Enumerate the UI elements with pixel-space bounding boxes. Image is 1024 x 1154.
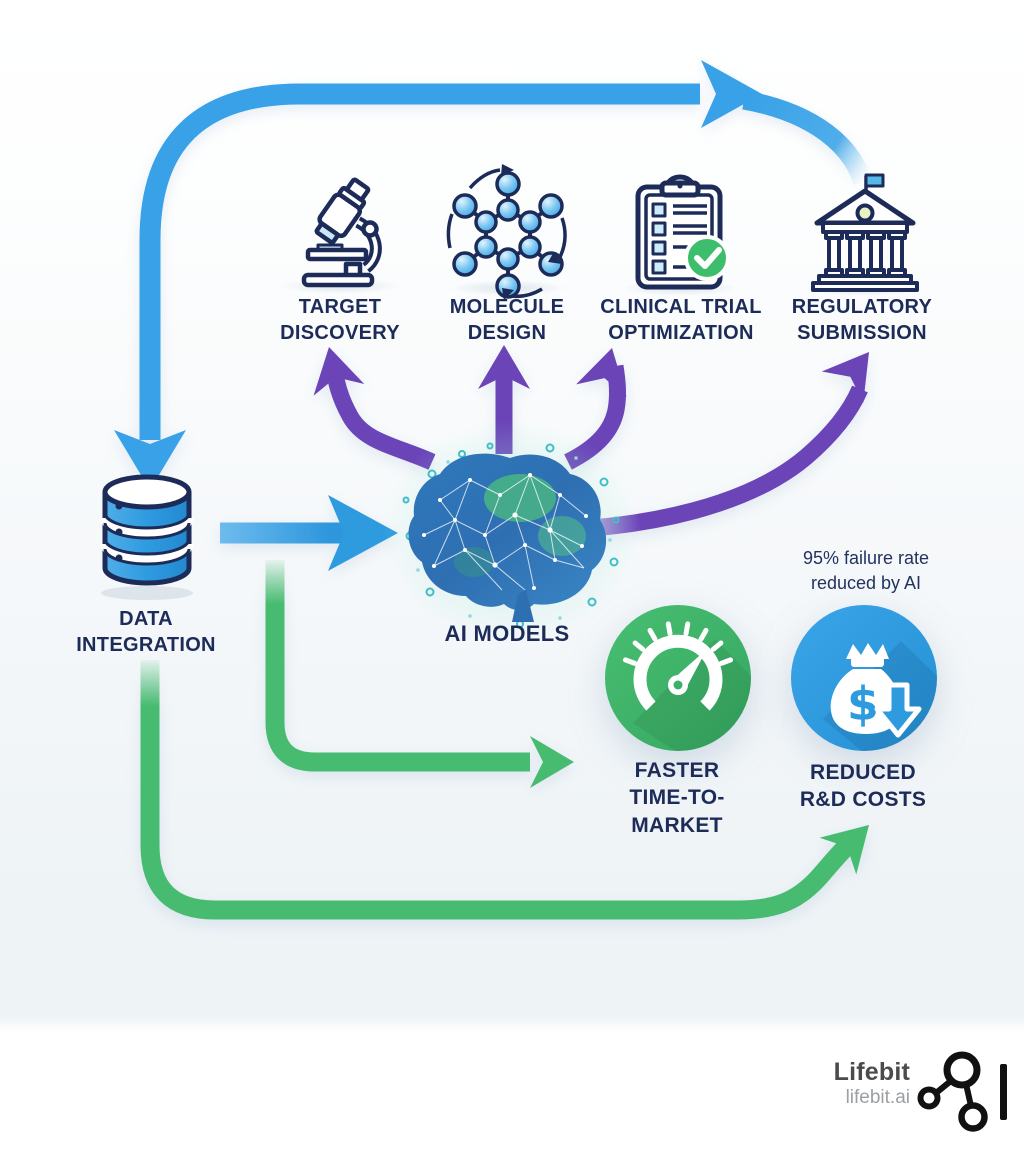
molecule-icon — [446, 164, 567, 300]
brand-name: Lifebit — [833, 1058, 910, 1086]
database-icon — [100, 474, 194, 600]
label-clinical-trial-optimization: CLINICAL TRIAL OPTIMIZATION — [600, 296, 762, 344]
neural-brain-icon — [402, 442, 620, 628]
blue-data-to-ai-arrow — [220, 495, 398, 571]
label-regulatory-submission: REGULATORY SUBMISSION — [791, 296, 933, 344]
label-data-integration: DATA INTEGRATION — [76, 608, 216, 656]
brand-domain: lifebit.ai — [845, 1086, 910, 1108]
svg-text:$: $ — [847, 677, 879, 731]
brand-logo: Lifebit lifebit.ai — [758, 1058, 910, 1109]
molecule-network-icon — [917, 1051, 1007, 1132]
microscope-icon — [301, 177, 382, 288]
label-target-discovery: TARGET DISCOVERY — [280, 296, 400, 344]
label-faster-time-to-market: FASTER TIME-TO- MARKET — [629, 759, 725, 837]
label-ai-models: AI MODELS — [444, 621, 570, 646]
label-reduced-rd-costs: REDUCED R&D COSTS — [799, 761, 927, 812]
label-molecule-design: MOLECULE DESIGN — [449, 296, 565, 344]
clipboard-check-icon — [635, 174, 730, 290]
government-building-icon — [811, 173, 919, 292]
money-bag-down-arrow-icon: $ — [791, 605, 937, 751]
annotation-failure-rate: 95% failure rate reduced by AI — [802, 548, 930, 594]
speedometer-icon — [605, 605, 751, 751]
